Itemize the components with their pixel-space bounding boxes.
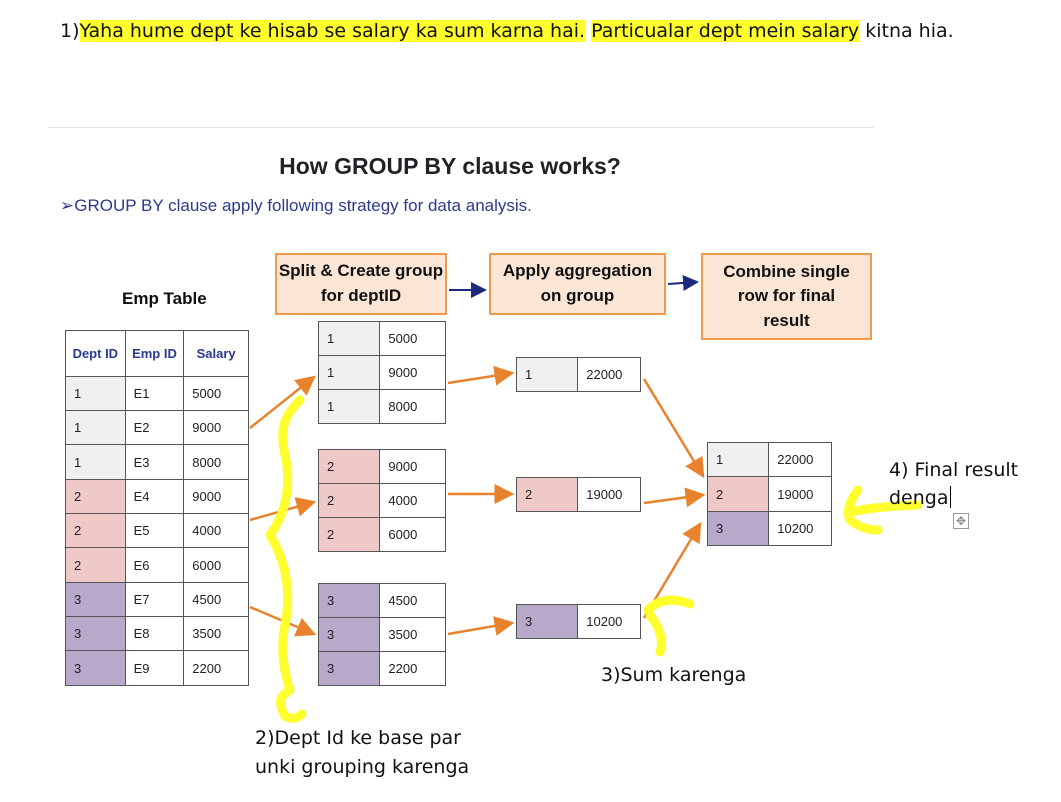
note-1-prefix: 1) (60, 20, 80, 42)
move-handle-icon[interactable]: ✥ (953, 513, 969, 529)
group-cell: 6000 (379, 517, 446, 552)
aggregate-cell: 22000 (577, 357, 641, 392)
split-arrow-1 (249, 375, 316, 429)
final-cell: 1 (706, 442, 770, 477)
slide-title: How GROUP BY clause works? (279, 153, 621, 179)
final-cell: 3 (706, 511, 770, 546)
step-apply-label: Apply aggregation on group (502, 261, 653, 305)
step-combine-box: Combine single row for final result (701, 253, 872, 340)
group-cell: 1 (317, 321, 381, 356)
note-4-line-2: denga (889, 487, 949, 509)
combine-arrow-1 (642, 378, 705, 479)
step-split-label: Split & Create group for deptID (278, 261, 444, 305)
emp-cell: 2 (65, 513, 126, 548)
emp-cell: E3 (124, 444, 185, 480)
group-cell: 2 (317, 449, 381, 484)
group-cell: 9000 (379, 449, 446, 484)
agg-arrow-1 (447, 365, 515, 386)
aggregate-cell: 19000 (577, 477, 641, 512)
aggregate-cell: 2 (515, 477, 579, 512)
emp-cell: 2200 (183, 650, 249, 686)
note-2-line-2: unki grouping karenga (255, 756, 470, 778)
step-arrow-2 (667, 274, 699, 291)
final-marker (843, 485, 923, 535)
emp-cell: 2 (65, 479, 126, 514)
group-cell: 3 (317, 651, 381, 686)
final-cell: 22000 (768, 442, 832, 477)
aggregate-cell: 10200 (577, 604, 641, 639)
text-cursor (949, 486, 951, 508)
emp-cell: 5000 (183, 376, 249, 411)
note-2: 2)Dept Id ke base par unki grouping kare… (255, 724, 469, 782)
step-split-box: Split & Create group for deptID (275, 253, 447, 315)
emp-cell: 1 (65, 410, 126, 445)
emp-cell: 8000 (183, 444, 249, 480)
group-cell: 8000 (379, 389, 446, 424)
note-2-line-1: 2)Dept Id ke base par (255, 727, 461, 749)
emp-cell: E5 (124, 513, 185, 548)
group-cell: 3 (317, 617, 381, 652)
brace-marker (265, 395, 307, 723)
emp-header-dept: Dept ID (65, 330, 126, 377)
emp-cell: 1 (65, 376, 126, 411)
divider (48, 127, 874, 128)
note-4: 4) Final result denga (889, 456, 1018, 512)
group-cell: 2 (317, 483, 381, 518)
slide-subtitle: ➢GROUP BY clause apply following strateg… (60, 196, 532, 215)
emp-cell: 3 (65, 616, 126, 651)
emp-cell: E6 (124, 547, 185, 583)
aggregate-cell: 1 (515, 357, 579, 392)
group-cell: 3500 (379, 617, 446, 652)
group-cell: 9000 (379, 355, 446, 390)
combine-arrow-2 (643, 487, 706, 508)
aggregate-cell: 3 (515, 604, 579, 639)
emp-header-emp: Emp ID (124, 330, 185, 377)
emp-header-salary: Salary (183, 330, 249, 377)
agg-arrow-3 (447, 616, 515, 636)
group-cell: 1 (317, 389, 381, 424)
sum-marker (643, 595, 695, 657)
note-1: 1)Yaha hume dept ke hisab se salary ka s… (60, 20, 954, 42)
group-cell: 4500 (379, 583, 446, 618)
emp-cell: E1 (124, 376, 185, 411)
group-cell: 2200 (379, 651, 446, 686)
emp-cell: 4500 (183, 582, 249, 617)
step-combine-label: Combine single row for final result (723, 261, 850, 330)
final-cell: 2 (706, 476, 770, 512)
final-cell: 10200 (768, 511, 832, 546)
emp-cell: 3 (65, 650, 126, 686)
group-cell: 5000 (379, 321, 446, 356)
note-1-highlight-2: Particualar dept mein salary (591, 20, 860, 42)
emp-cell: 1 (65, 444, 126, 480)
emp-cell: 6000 (183, 547, 249, 583)
emp-table-caption: Emp Table (122, 289, 207, 308)
emp-cell: 3500 (183, 616, 249, 651)
group-cell: 2 (317, 517, 381, 552)
emp-cell: 3 (65, 582, 126, 617)
emp-cell: E9 (124, 650, 185, 686)
note-1-highlight-1: Yaha hume dept ke hisab se salary ka sum… (79, 20, 586, 42)
note-1-suffix: kitna hia. (859, 20, 954, 42)
step-apply-box: Apply aggregation on group (489, 253, 666, 315)
note-4-line-1: 4) Final result (889, 459, 1019, 481)
note-3: 3)Sum karenga (601, 664, 747, 686)
